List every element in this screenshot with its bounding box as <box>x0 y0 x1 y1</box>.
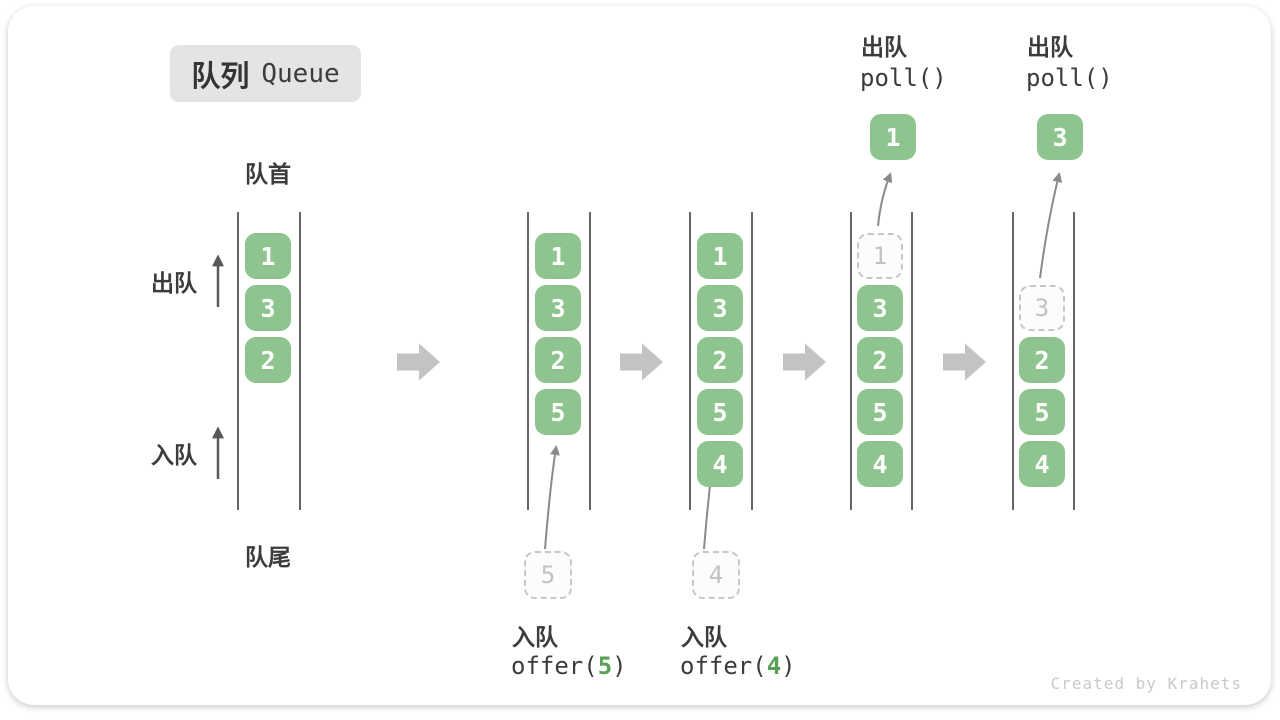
queue-item: 2 <box>857 337 903 383</box>
queue-item: 4 <box>1019 441 1065 487</box>
code-arg: 4 <box>766 652 782 680</box>
op-label-enqueue: 入队 <box>681 624 727 650</box>
title-box: 队列 Queue <box>170 45 361 102</box>
queue-wall-line <box>1073 212 1075 510</box>
queue-wall-line <box>237 212 239 510</box>
queue-item: 1 <box>535 233 581 279</box>
queue-item: 1 <box>245 233 291 279</box>
queue-item: 5 <box>857 389 903 435</box>
queue-item: 3 <box>697 285 743 331</box>
queue-item: 4 <box>857 441 903 487</box>
op-label-dequeue: 出队 <box>861 34 907 60</box>
queue-item: 5 <box>1019 389 1065 435</box>
queue-wall-line <box>527 212 529 510</box>
credit-text: Created by Krahets <box>1050 674 1242 693</box>
op-label-enqueue: 入队 <box>512 624 558 650</box>
queue-item: 2 <box>697 337 743 383</box>
code-arg: 5 <box>597 652 613 680</box>
queue-wall-line <box>911 212 913 510</box>
queue-wall-line <box>850 212 852 510</box>
incoming-item: 4 <box>692 551 740 599</box>
title-zh: 队列 <box>191 60 250 93</box>
op-code-offer: offer(4) <box>680 652 796 680</box>
code-fn: offer( <box>680 652 767 680</box>
queue-wall-line <box>751 212 753 510</box>
queue-wall-line <box>689 212 691 510</box>
queue-item: 4 <box>697 441 743 487</box>
op-label-dequeue: 出队 <box>1027 34 1073 60</box>
queue-item: 2 <box>245 337 291 383</box>
queue-item: 1 <box>697 233 743 279</box>
queue-item: 3 <box>245 285 291 331</box>
popped-item: 1 <box>870 114 916 160</box>
label-enqueue-side: 入队 <box>151 442 197 468</box>
incoming-item: 5 <box>524 551 572 599</box>
code-fn: poll() <box>860 64 947 92</box>
title-en: Queue <box>261 58 340 89</box>
op-code-offer: offer(5) <box>511 652 627 680</box>
label-dequeue-side: 出队 <box>151 270 197 296</box>
removed-item-ghost: 1 <box>857 233 903 279</box>
removed-item-ghost: 3 <box>1019 285 1065 331</box>
op-code-poll: poll() <box>860 64 947 92</box>
diagram-card <box>8 6 1271 705</box>
popped-item: 3 <box>1037 114 1083 160</box>
queue-item: 3 <box>535 285 581 331</box>
label-queue-front: 队首 <box>245 161 291 187</box>
code-fn: poll() <box>1026 64 1113 92</box>
queue-item: 5 <box>535 389 581 435</box>
op-code-poll: poll() <box>1026 64 1113 92</box>
label-queue-rear: 队尾 <box>245 544 291 570</box>
queue-item: 3 <box>857 285 903 331</box>
queue-wall-line <box>589 212 591 510</box>
code-fn: offer( <box>511 652 598 680</box>
code-close: ) <box>612 652 627 680</box>
queue-wall-line <box>1012 212 1014 510</box>
queue-item: 5 <box>697 389 743 435</box>
queue-item: 2 <box>535 337 581 383</box>
code-close: ) <box>781 652 796 680</box>
queue-wall-line <box>299 212 301 510</box>
queue-item: 2 <box>1019 337 1065 383</box>
